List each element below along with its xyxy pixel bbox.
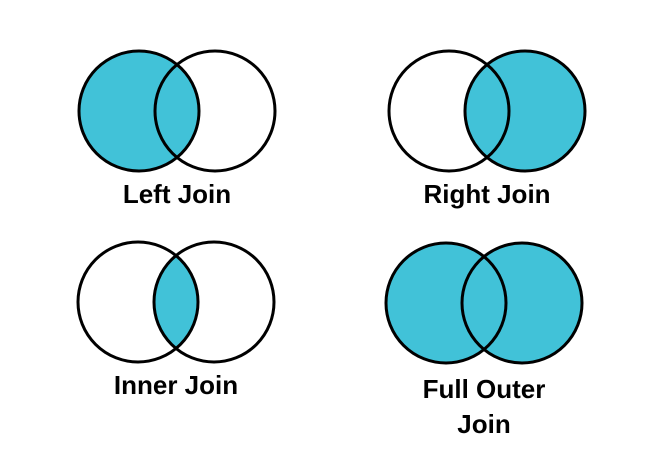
label-left-join: Left Join xyxy=(122,179,232,209)
left-circle-outline xyxy=(77,49,201,173)
right-circle-fill xyxy=(462,243,582,363)
venn-full-outer-join xyxy=(384,241,584,365)
left-circle-outline xyxy=(387,49,511,173)
label-full-outer-join: Full Outer Join xyxy=(422,374,546,439)
right-circle-outline xyxy=(460,241,584,365)
right-circle-outline xyxy=(463,49,587,173)
label-right-join: Right Join xyxy=(423,179,551,209)
overlap-fill xyxy=(154,242,198,362)
left-circle-fill xyxy=(79,51,199,171)
right-circle-outline xyxy=(152,240,276,364)
right-circle-outline xyxy=(153,49,277,173)
left-circle-outline xyxy=(76,240,200,364)
label-inner-join: Inner Join xyxy=(113,370,239,400)
venn-right-join xyxy=(387,49,587,173)
left-circle-outline xyxy=(384,241,508,365)
venn-left-join xyxy=(77,49,277,173)
right-circle-fill xyxy=(465,51,585,171)
venn-inner-join xyxy=(76,240,276,364)
